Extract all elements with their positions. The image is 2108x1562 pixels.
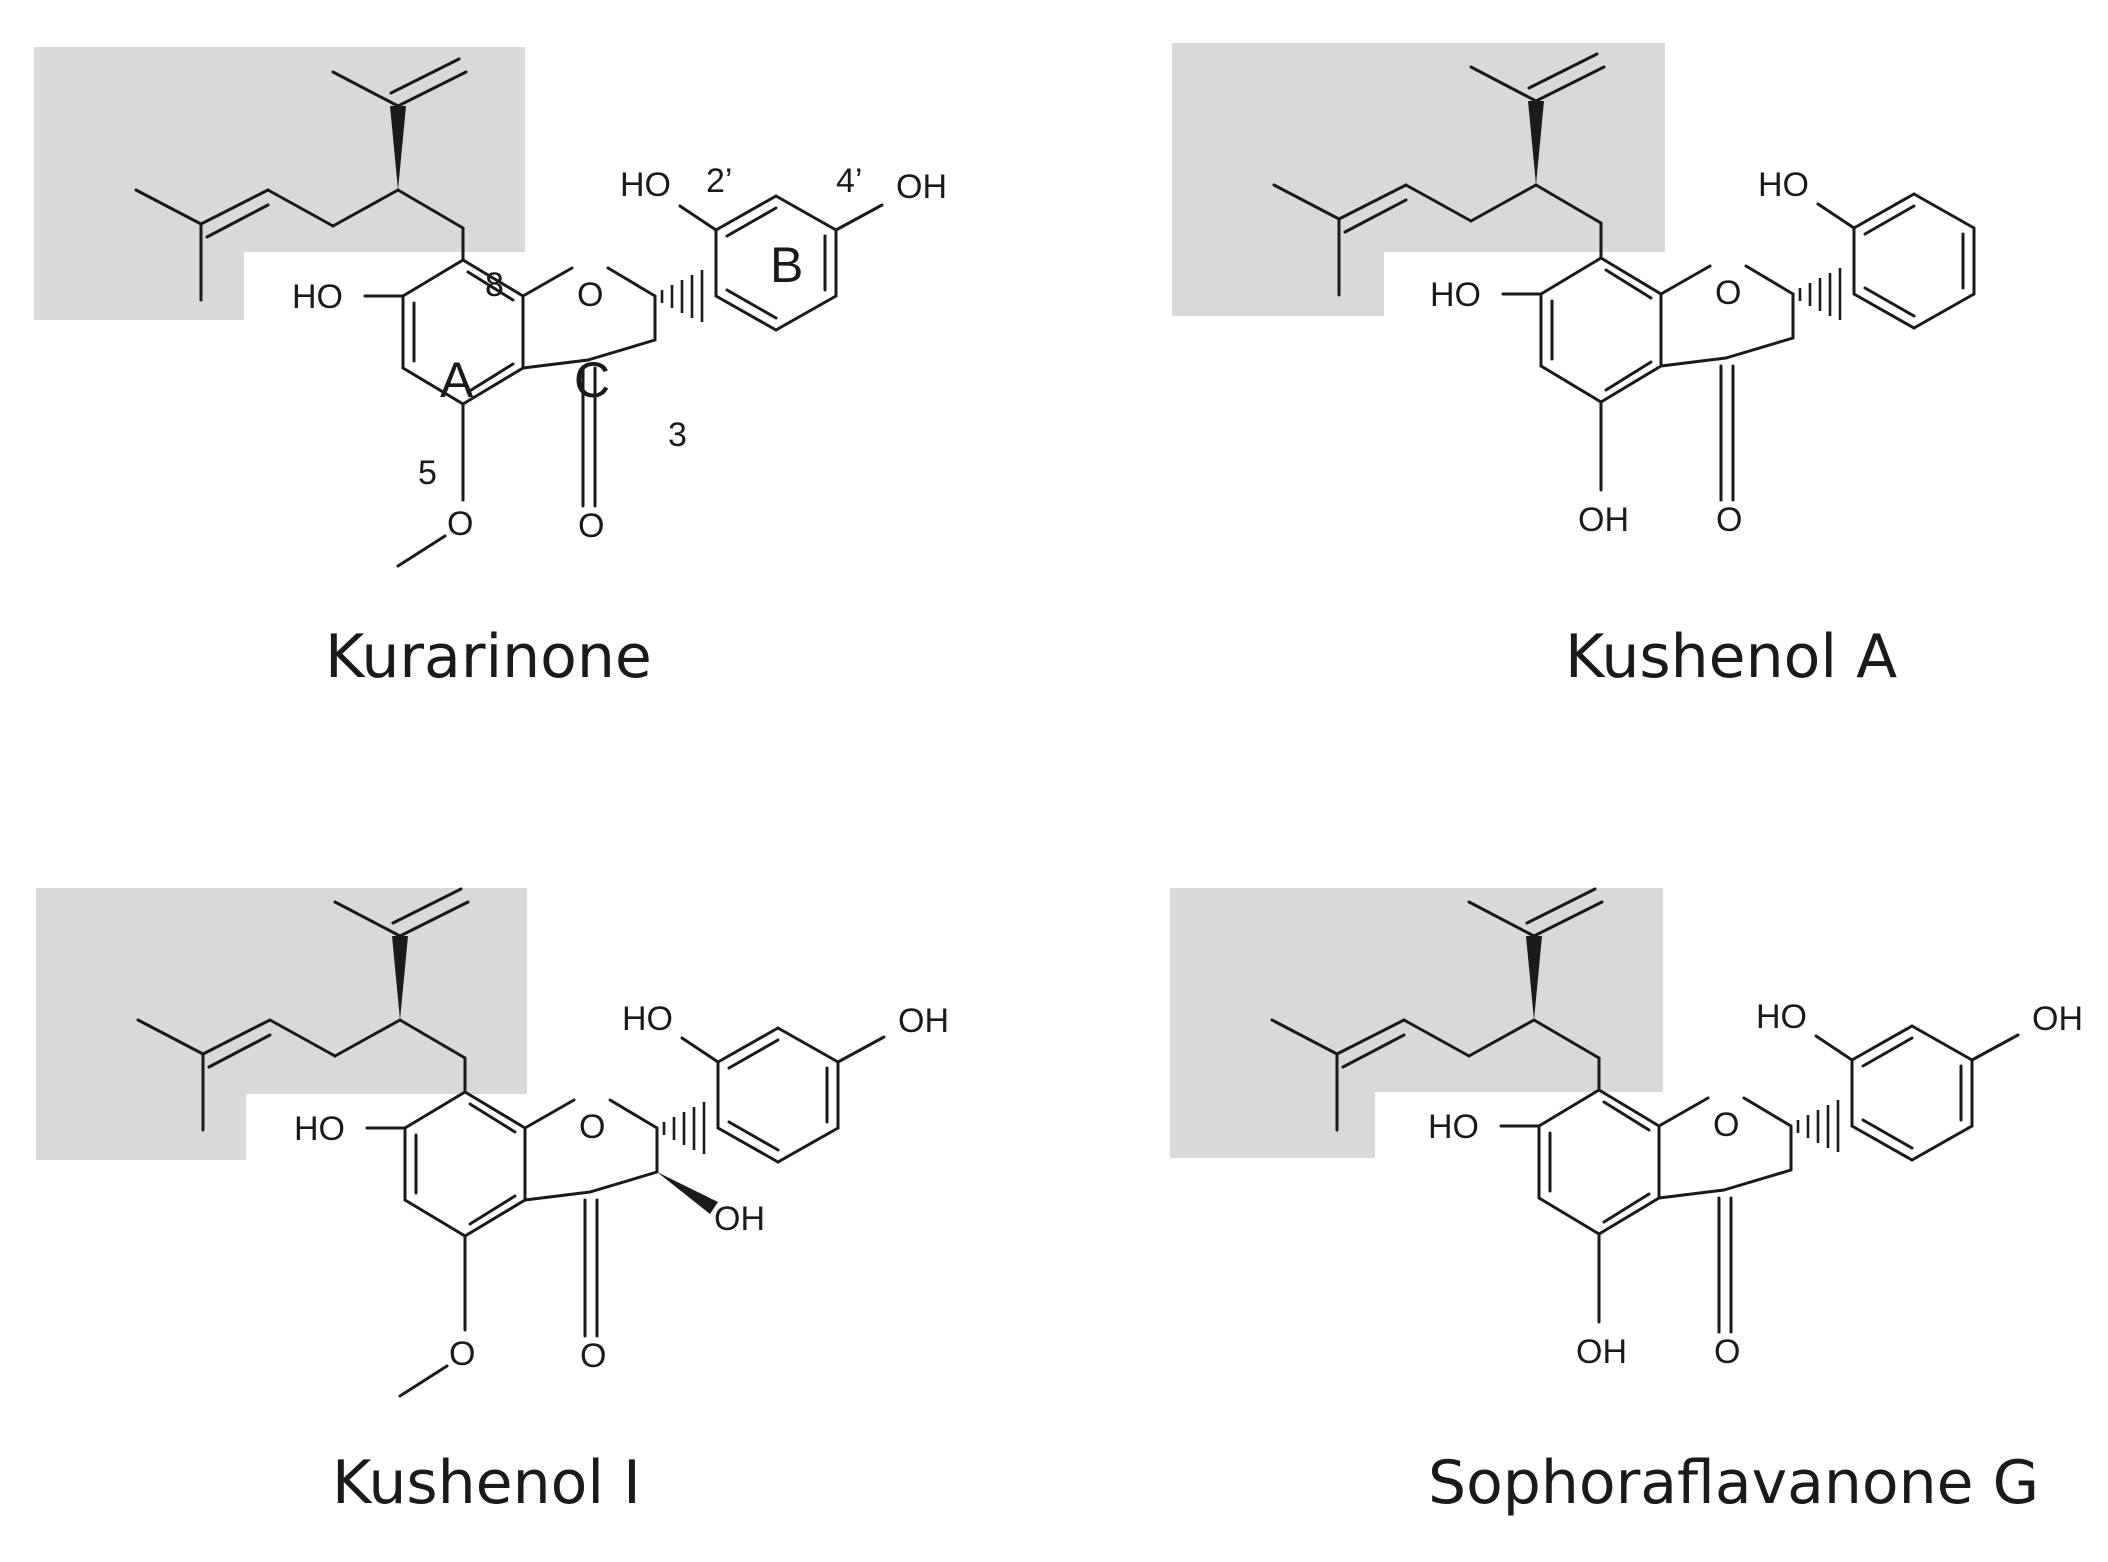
ring-a [1537, 1088, 1661, 1236]
molecule-kushenol-i: HO O HO OH O O OH Kushenol I [36, 887, 949, 1518]
atom-label-oh: OH [896, 168, 947, 206]
hashed-bond [660, 270, 704, 322]
ring-a [401, 258, 525, 406]
ring-c [521, 266, 657, 508]
position-label-3: 3 [668, 416, 687, 454]
atom-label-o: O [449, 1335, 475, 1373]
ring-b [1814, 1024, 2020, 1162]
ring-c [1657, 1096, 1793, 1334]
atom-label-ho: HO [620, 166, 671, 204]
lavandulyl-side-chain [1270, 887, 1604, 1132]
stereo-wedge-bond [392, 936, 408, 1020]
atom-label-o: O [577, 276, 603, 314]
lavandulyl-side-chain [136, 887, 470, 1132]
atom-label-ho: HO [1756, 998, 1807, 1036]
atom-label-ho: HO [292, 278, 343, 316]
lavandulyl-side-chain [1272, 52, 1606, 297]
ring-label-a: A [440, 352, 474, 408]
atom-label-o: O [1715, 274, 1741, 312]
lavandulyl-highlight [36, 888, 527, 1160]
ring-b [1816, 192, 1976, 330]
atom-label-oh: OH [1578, 501, 1629, 539]
ring-a [1539, 256, 1663, 404]
atom-label-ho: HO [1428, 1108, 1479, 1146]
stereo-wedge-bond [657, 1172, 718, 1214]
molecule-kurarinone: HO O HO OH O O 8 5 3 2’ 4’ A C B Kurarin… [34, 47, 947, 692]
molecule-sophoraflavanone-g: HO O HO OH O OH Sophoraflavanone G [1170, 887, 2083, 1518]
atom-label-oh: OH [714, 1200, 765, 1238]
atom-label-oh: OH [2032, 1000, 2083, 1038]
lavandulyl-side-chain [134, 57, 468, 302]
atom-label-oh: OH [898, 1002, 949, 1040]
ring-b [678, 194, 884, 332]
atom-label-ho: HO [622, 1000, 673, 1038]
lavandulyl-highlight [1170, 888, 1663, 1158]
ring-a [403, 1090, 527, 1238]
compound-name: Kushenol A [1565, 622, 1897, 692]
atom-label-ho: HO [294, 1110, 345, 1148]
hashed-bond [1796, 1100, 1840, 1152]
atom-label-o: O [579, 1108, 605, 1146]
compound-name: Kurarinone [325, 622, 652, 692]
atom-label-o: O [447, 505, 473, 543]
position-label-2prime: 2’ [706, 162, 732, 200]
atom-label-o: O [1716, 501, 1742, 539]
ring-c [1659, 264, 1795, 502]
position-label-4prime: 4’ [836, 162, 862, 200]
compound-name: Sophoraflavanone G [1428, 1448, 2039, 1518]
hashed-bond [1798, 268, 1842, 320]
position-label-8: 8 [485, 266, 504, 304]
hashed-bond [662, 1102, 706, 1154]
position-label-5: 5 [418, 454, 437, 492]
ring-b [680, 1026, 886, 1164]
ring-label-b: B [770, 237, 803, 293]
stereo-wedge-bond [1526, 936, 1542, 1020]
atom-label-o: O [1714, 1333, 1740, 1371]
molecule-kushenol-a: HO O HO O OH Kushenol A [1172, 43, 1976, 692]
atom-label-ho: HO [1758, 166, 1809, 204]
stereo-wedge-bond [390, 106, 406, 190]
ring-c [523, 1098, 659, 1338]
atom-label-ho: HO [1430, 276, 1481, 314]
lavandulyl-highlight [34, 47, 525, 320]
atom-label-o: O [1713, 1106, 1739, 1144]
atom-label-o: O [580, 1337, 606, 1375]
atom-label-o: O [578, 507, 604, 545]
atom-label-oh: OH [1576, 1333, 1627, 1371]
lavandulyl-highlight [1172, 43, 1665, 316]
ring-label-c: C [574, 352, 610, 408]
compound-name: Kushenol I [332, 1448, 641, 1518]
stereo-wedge-bond [1528, 101, 1544, 185]
